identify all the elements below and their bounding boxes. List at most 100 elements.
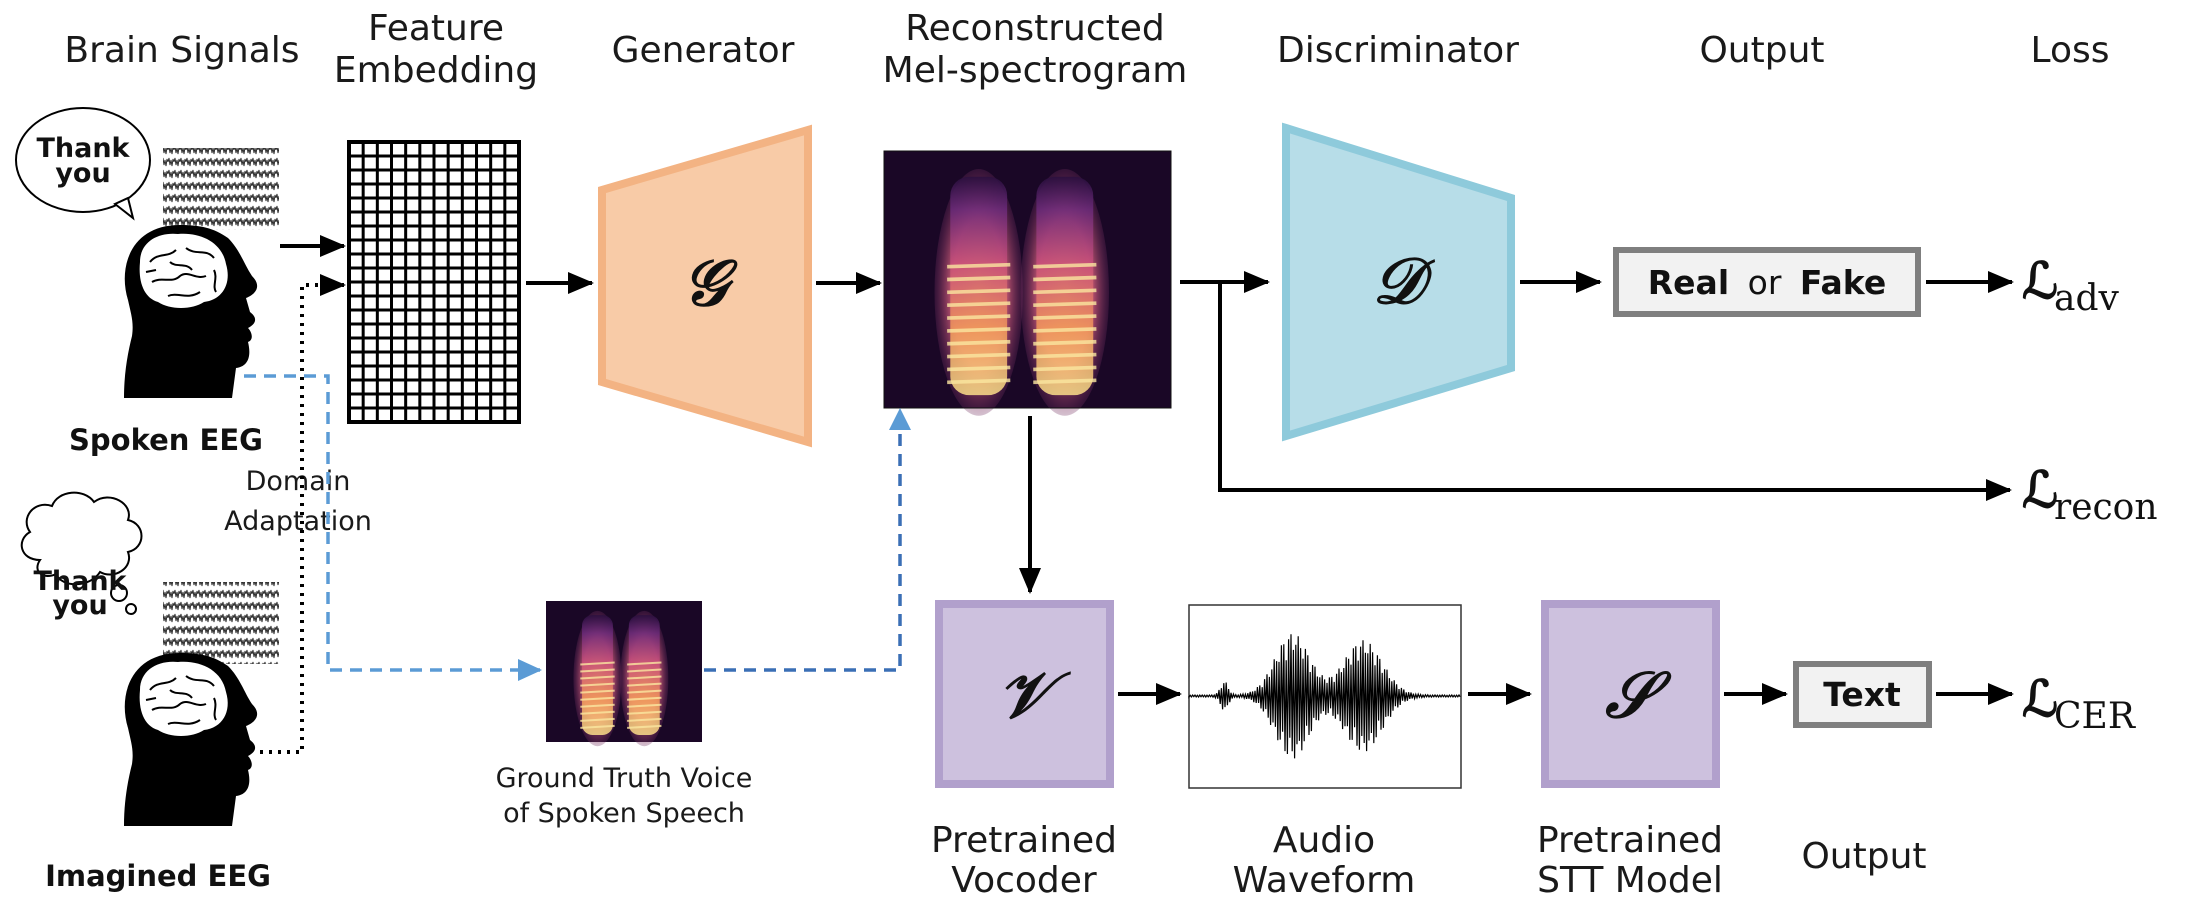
header-generator: Generator xyxy=(612,30,795,71)
spectrogram-harmonic xyxy=(580,724,615,729)
spectrogram-harmonic xyxy=(947,288,1011,295)
loss-adv: ℒ adv xyxy=(2022,251,2120,319)
spectrogram-harmonic xyxy=(1033,352,1097,359)
thought-bubble: Thank you xyxy=(20,491,143,621)
header-discriminator: Discriminator xyxy=(1277,30,1519,71)
spectrogram-harmonic xyxy=(627,717,662,722)
spectrogram-harmonic xyxy=(947,365,1011,372)
spectrogram-formant xyxy=(582,615,613,735)
spectrogram-formant xyxy=(1036,176,1094,396)
vocoder-box xyxy=(935,600,1114,788)
spectrogram-harmonic xyxy=(580,661,615,666)
vocoder-label-line2: Vocoder xyxy=(951,860,1097,899)
fake-word: Fake xyxy=(1800,263,1886,302)
spoken-eeg-group: Thank you Spoken EEG xyxy=(15,107,279,457)
spectrogram-harmonic xyxy=(947,262,1011,269)
spectrogram-to-recon-loss-arrow xyxy=(1218,282,2012,501)
blue-arrowhead-icon xyxy=(889,408,911,430)
loss-recon-script-L: ℒ xyxy=(2022,460,2058,519)
spectrogram-harmonic xyxy=(947,378,1011,385)
header-feature-embedding-line1: Feature xyxy=(368,8,504,49)
spectrogram-harmonic xyxy=(1033,378,1097,385)
generator-module: 𝒢 xyxy=(598,124,812,448)
reconstructed-spectrogram xyxy=(883,150,1172,416)
discriminator-module: 𝒟 xyxy=(1282,122,1515,442)
imagined-eeg-label: Imagined EEG xyxy=(45,859,271,893)
spectrogram-harmonic xyxy=(580,689,615,694)
thought-text-line1: Thank xyxy=(33,566,127,597)
header-output: Output xyxy=(1699,30,1824,71)
vocoder-module: 𝒱 xyxy=(935,600,1114,788)
loss-cer-subscript: CER xyxy=(2054,696,2136,737)
column-headers: Brain Signals Feature Embedding Generato… xyxy=(64,8,2109,91)
head-brain-icon xyxy=(124,653,258,826)
spectrogram-harmonic xyxy=(1033,288,1097,295)
speech-bubble: Thank you xyxy=(15,107,151,221)
loss-cer: ℒ CER xyxy=(2022,669,2136,737)
eeg-signal-icon xyxy=(163,582,279,664)
spectrogram-harmonic xyxy=(1033,301,1097,308)
spectrogram-harmonic xyxy=(1033,339,1097,346)
spectrogram-harmonic xyxy=(1033,314,1097,320)
spectrogram-harmonic xyxy=(580,668,615,673)
spectrogram-harmonic xyxy=(1033,365,1097,372)
spectrogram-harmonic xyxy=(627,689,662,694)
spectrogram-harmonic xyxy=(627,661,662,666)
ground-truth-label-line2: of Spoken Speech xyxy=(503,798,745,829)
ground-truth-label-line1: Ground Truth Voice xyxy=(496,763,753,794)
text-output-label: Text xyxy=(1823,675,1901,714)
feature-embedding-grid xyxy=(347,140,521,424)
loss-adv-script-L: ℒ xyxy=(2022,251,2058,310)
spectrogram-harmonic xyxy=(580,696,615,701)
vocoder-label-line1: Pretrained xyxy=(931,820,1117,861)
real-or-fake-text: Real or Fake xyxy=(1648,263,1886,302)
domain-adaptation-line2: Adaptation xyxy=(224,506,372,537)
spectrogram-formant xyxy=(628,615,660,735)
spoken-eeg-label: Spoken EEG xyxy=(69,423,263,457)
spoken-to-ground-truth-dashed xyxy=(244,374,542,681)
header-brain-signals: Brain Signals xyxy=(64,30,299,71)
stt-box xyxy=(1541,600,1720,788)
generator-trapezoid xyxy=(598,124,812,448)
stt-label-line1: Pretrained xyxy=(1537,820,1723,861)
spectrogram-harmonic xyxy=(947,301,1011,308)
ground-truth-to-spectrogram-dashed xyxy=(704,412,902,672)
spectrogram-harmonic xyxy=(627,710,662,715)
eeg-signal-icon xyxy=(163,148,279,230)
stt-module: 𝒮 xyxy=(1541,600,1720,788)
domain-adaptation-line1: Domain xyxy=(246,466,351,497)
head-brain-icon xyxy=(124,225,258,398)
real-or-fake-box: Real or Fake xyxy=(1613,247,1921,317)
waveform-trace xyxy=(1188,634,1461,759)
spectrogram-harmonic xyxy=(947,352,1011,359)
spectrogram-harmonic xyxy=(947,314,1011,320)
spectrogram-harmonic xyxy=(1033,275,1097,282)
discriminator-trapezoid xyxy=(1282,122,1515,442)
audio-label-line1: Audio xyxy=(1273,820,1375,861)
audio-waveform xyxy=(1188,604,1462,789)
thought-text-line2: you xyxy=(52,590,107,621)
spectrogram-harmonic xyxy=(947,339,1011,346)
spectrogram-harmonic xyxy=(947,327,1011,333)
stt-label-line2: STT Model xyxy=(1537,860,1723,899)
bottom-output-label: Output xyxy=(1801,836,1926,877)
spectrogram-harmonic xyxy=(580,682,615,687)
spectrogram-harmonic xyxy=(1033,262,1097,269)
loss-cer-script-L: ℒ xyxy=(2022,669,2058,728)
spectrogram-harmonic xyxy=(627,703,662,708)
spectrogram-harmonic xyxy=(627,696,662,701)
header-feature-embedding-line2: Embedding xyxy=(334,50,538,91)
spectrogram-harmonic xyxy=(580,703,615,708)
imagined-to-embedding-connector xyxy=(260,274,346,754)
ground-truth-spectrogram xyxy=(546,601,702,747)
spectrogram-harmonic xyxy=(947,275,1011,282)
spectrogram-harmonic xyxy=(580,675,615,680)
or-word: or xyxy=(1748,263,1782,302)
domain-adaptation-label: Domain Adaptation xyxy=(218,460,378,540)
spectrogram-harmonic xyxy=(580,717,615,722)
spectrogram-harmonic xyxy=(580,710,615,715)
loss-adv-subscript: adv xyxy=(2054,278,2120,319)
spectrogram-harmonic xyxy=(627,668,662,673)
audio-label-line2: Waveform xyxy=(1233,860,1416,899)
